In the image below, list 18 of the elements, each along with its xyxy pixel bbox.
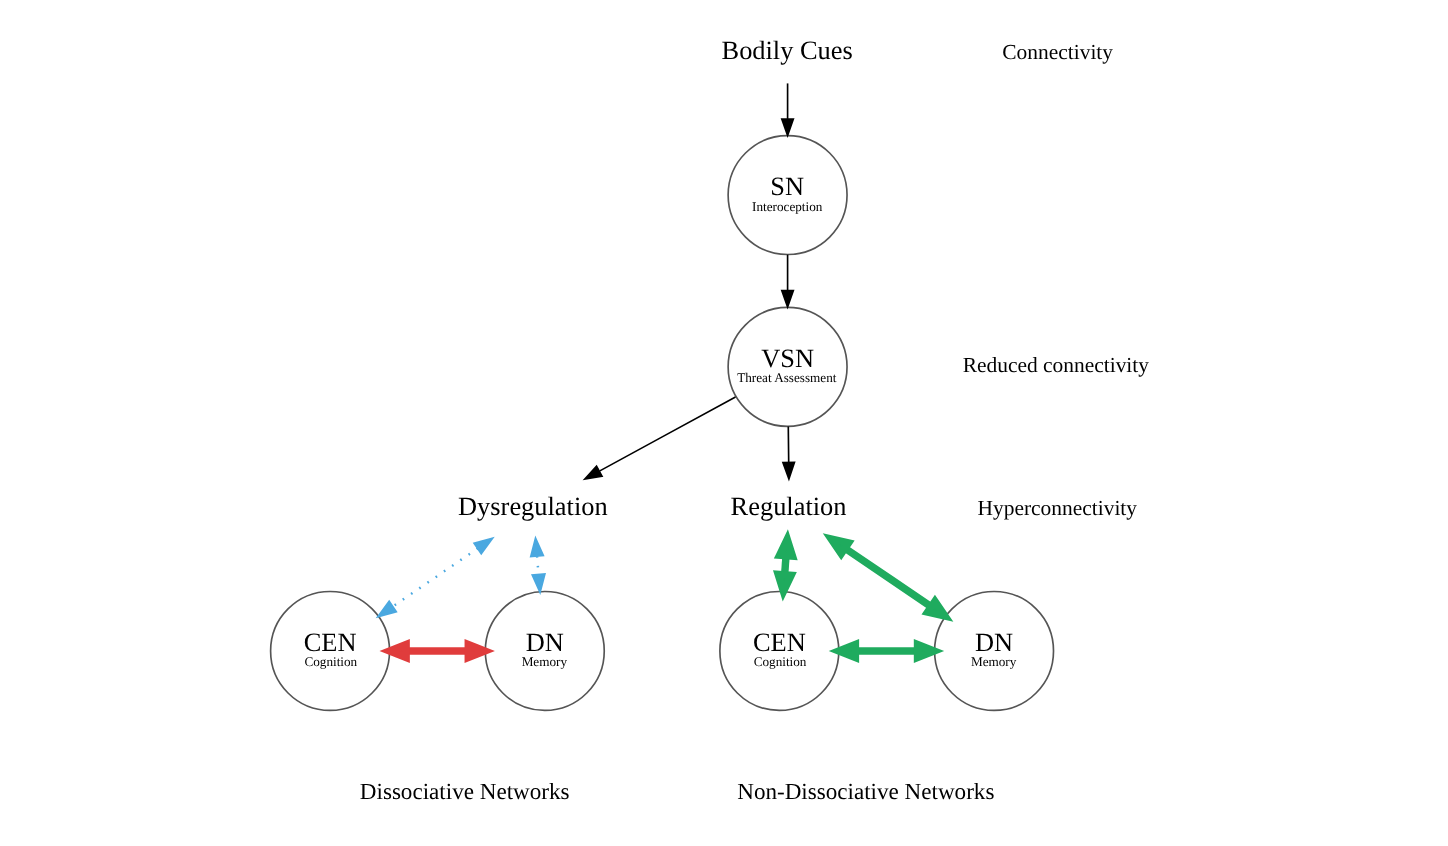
legend-label: Hyperconnectivity — [977, 496, 1138, 521]
arrow — [822, 533, 954, 622]
legend-label: Reduced connectivity — [962, 354, 1150, 379]
node-text: Bodily Cues — [721, 35, 853, 66]
node-text: Dysregulation — [458, 491, 608, 522]
arrow — [780, 253, 795, 310]
label: Dissociative Networks — [359, 779, 570, 806]
arrow — [375, 536, 495, 619]
arrow — [781, 425, 796, 482]
label: Non-Dissociative Networks — [737, 779, 995, 806]
legend-label: Connectivity — [1002, 40, 1114, 65]
arrow — [780, 82, 795, 138]
arrow — [379, 638, 495, 663]
node-text: Regulation — [730, 491, 847, 522]
arrow — [529, 535, 546, 596]
arrow — [582, 396, 737, 481]
arrow — [828, 638, 945, 663]
arrow — [773, 529, 798, 602]
